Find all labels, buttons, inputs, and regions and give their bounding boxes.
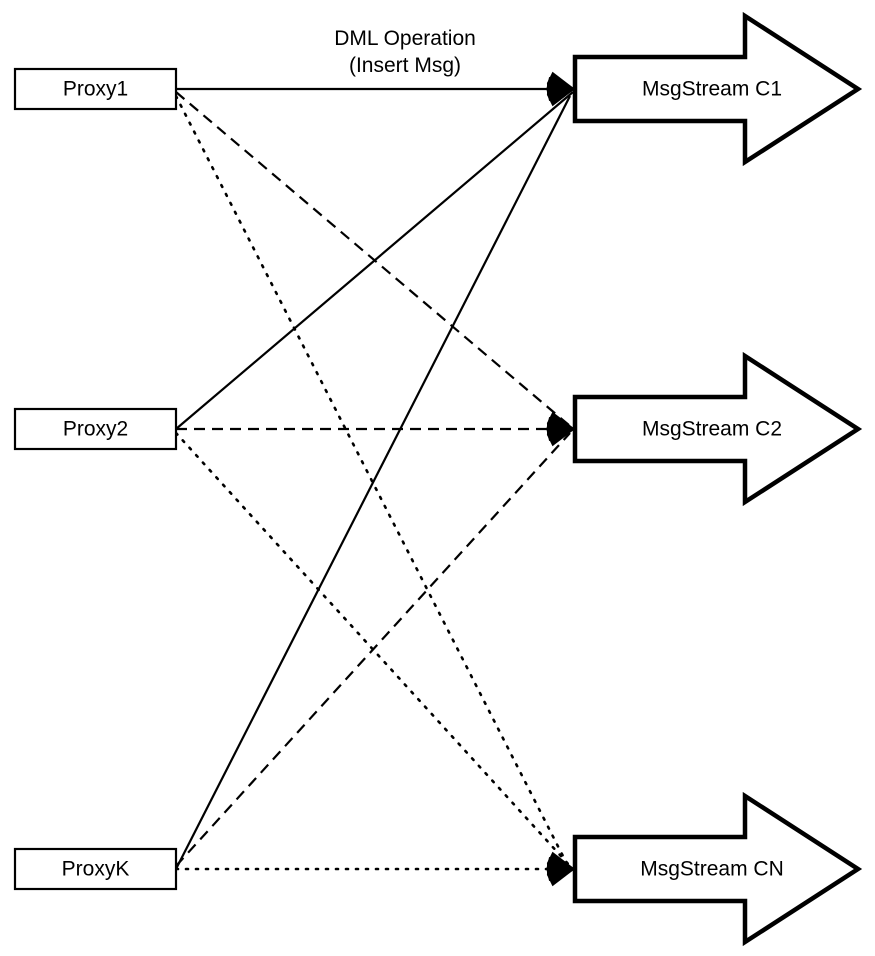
proxy1-box[interactable]	[13, 67, 178, 111]
msgstream-cn-label: MsgStream CN	[640, 858, 784, 881]
arrowhead-msgstream-c2	[546, 411, 576, 447]
proxyk-label: ProxyK	[62, 858, 130, 881]
msgstream-c2-arrow-shape[interactable]	[572, 351, 863, 507]
node-proxyk[interactable]: ProxyK	[13, 847, 178, 891]
edge-caption-line-2: (Insert Msg)	[349, 54, 461, 77]
msgstream-layer: MsgStream C1 MsgStream C2 MsgStream CN	[572, 11, 863, 947]
msgstream-cn-arrow-shape[interactable]	[572, 791, 863, 947]
msgstream-c1-arrow-shape[interactable]	[572, 11, 863, 167]
arrowhead-core	[551, 75, 576, 103]
node-msgstream-c2[interactable]: MsgStream C2	[572, 351, 863, 507]
connection-proxy2-msgstream-cn[interactable]	[174, 431, 572, 868]
arrowhead-core	[551, 855, 576, 883]
proxy1-label: Proxy1	[63, 78, 128, 101]
proxy2-label: Proxy2	[63, 418, 128, 441]
proxy-layer: Proxy1 Proxy2 ProxyK	[13, 67, 178, 891]
proxy2-box[interactable]	[13, 407, 178, 451]
arrowhead-layer	[546, 71, 576, 887]
arrowhead-msgstream-c1	[546, 71, 576, 107]
node-proxy2[interactable]: Proxy2	[13, 407, 178, 451]
connection-proxyk-msgstream-c1[interactable]	[175, 95, 571, 870]
edge-caption-group: DML Operation (Insert Msg)	[334, 27, 476, 77]
node-msgstream-c1[interactable]: MsgStream C1	[572, 11, 863, 167]
proxyk-box[interactable]	[13, 847, 178, 891]
msgstream-c2-label: MsgStream C2	[642, 418, 782, 441]
node-proxy1[interactable]: Proxy1	[13, 67, 178, 111]
connection-proxy1-msgstream-c2[interactable]	[175, 91, 571, 427]
connection-proxy1-msgstream-cn[interactable]	[174, 94, 569, 866]
node-msgstream-cn[interactable]: MsgStream CN	[572, 791, 863, 947]
connection-layer	[174, 87, 575, 871]
msgstream-c1-label: MsgStream C1	[642, 78, 782, 101]
arrowhead-msgstream-cn	[546, 851, 576, 887]
arrowhead-core	[551, 415, 576, 443]
edge-caption-line-1: DML Operation	[334, 27, 476, 50]
